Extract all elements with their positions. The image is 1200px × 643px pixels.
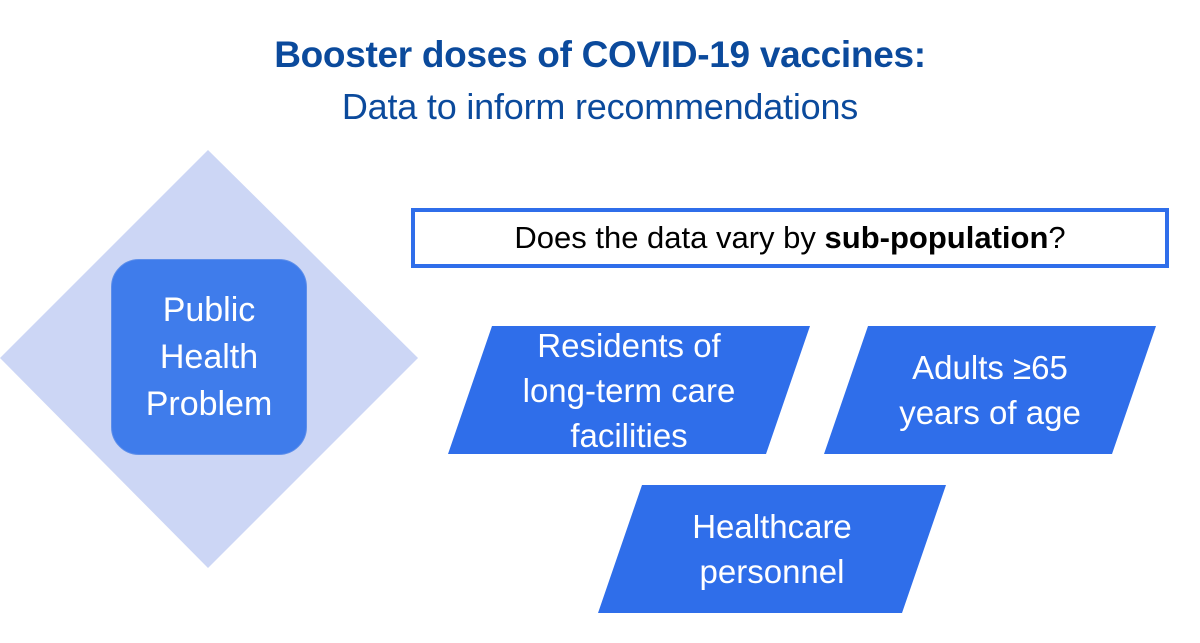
subpopulation-long-term-care: Residents of long-term care facilities <box>448 326 810 454</box>
center-label-line-2: Health <box>159 337 259 376</box>
parallelogram-shape-2 <box>824 326 1156 454</box>
parallelogram-shape-3 <box>598 485 946 613</box>
group-1-line-2: long-term care <box>522 371 736 409</box>
question-box: Does the data vary by sub-population? <box>411 208 1169 268</box>
group-3-line-1: Healthcare <box>692 508 852 545</box>
group-2-line-1: Adults ≥65 <box>912 349 1068 386</box>
parallelogram-healthcare-personnel <box>598 485 946 613</box>
group-1-line-1: Residents of <box>537 326 721 364</box>
subpopulation-label-3: Healthcare personnel <box>598 485 946 613</box>
subpopulation-label-2: Adults ≥65 years of age <box>824 326 1156 454</box>
question-text-bold: sub-population <box>824 220 1049 255</box>
parallelogram-long-term-care <box>448 326 810 454</box>
subpopulation-healthcare-personnel: Healthcare personnel <box>598 485 946 613</box>
center-label-line-3: Problem <box>145 384 273 423</box>
group-1-line-3: facilities <box>570 416 688 454</box>
subpopulation-adults-65: Adults ≥65 years of age <box>824 326 1156 454</box>
parallelogram-shape-1 <box>448 326 810 454</box>
slide-title: Booster doses of COVID-19 vaccines: <box>274 34 926 75</box>
question-text-before: Does the data vary by <box>514 220 816 255</box>
group-2-line-2: years of age <box>899 394 1081 431</box>
group-3-line-2: personnel <box>699 553 845 590</box>
center-label-line-1: Public <box>162 290 256 329</box>
parallelogram-adults-65 <box>824 326 1156 454</box>
public-health-problem-box: Public Health Problem <box>111 259 307 455</box>
question-text-after: ? <box>1048 220 1066 255</box>
slide-subtitle: Data to inform recommendations <box>341 86 859 127</box>
subpopulation-label-1: Residents of long-term care facilities <box>448 326 810 454</box>
